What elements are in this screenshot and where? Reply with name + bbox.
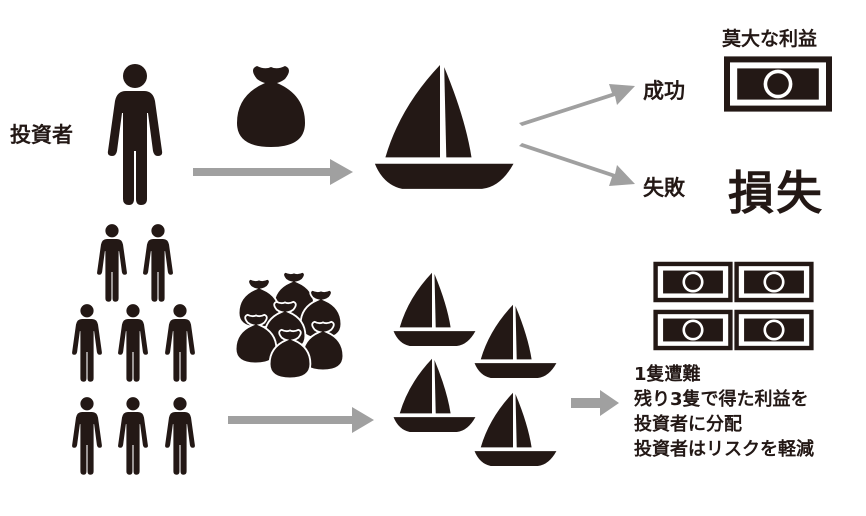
- arrow-right-icon: [571, 390, 619, 416]
- sailboat-group: [393, 272, 557, 466]
- loss-label: 損失: [728, 166, 824, 220]
- money-bag-icon: [237, 66, 305, 147]
- arrow-down-right-icon: [519, 143, 635, 186]
- sailboat-icon: [374, 65, 514, 189]
- failure-label: 失敗: [643, 176, 685, 200]
- note-line: 残り3隻で得た利益を: [634, 389, 809, 410]
- lower-notes: 1隻遭難 残り3隻で得た利益を 投資者に分配 投資者はリスクを軽減: [634, 362, 814, 462]
- person-icon: [107, 64, 163, 205]
- arrow-right-icon: [193, 159, 353, 185]
- banknote-icon: [724, 56, 832, 112]
- arrow-up-right-icon: [519, 84, 635, 126]
- note-line: 1隻遭難: [634, 364, 701, 385]
- investor-label: 投資者: [10, 123, 73, 147]
- arrow-right-icon: [228, 407, 374, 433]
- big-profit-label: 莫大な利益: [722, 28, 818, 50]
- person-group: [72, 224, 195, 475]
- note-line: 投資者はリスクを軽減: [634, 439, 814, 460]
- banknote-group: [653, 261, 814, 351]
- note-line: 投資者に分配: [634, 414, 742, 435]
- money-bag-group: [234, 270, 345, 380]
- success-label: 成功: [643, 79, 685, 103]
